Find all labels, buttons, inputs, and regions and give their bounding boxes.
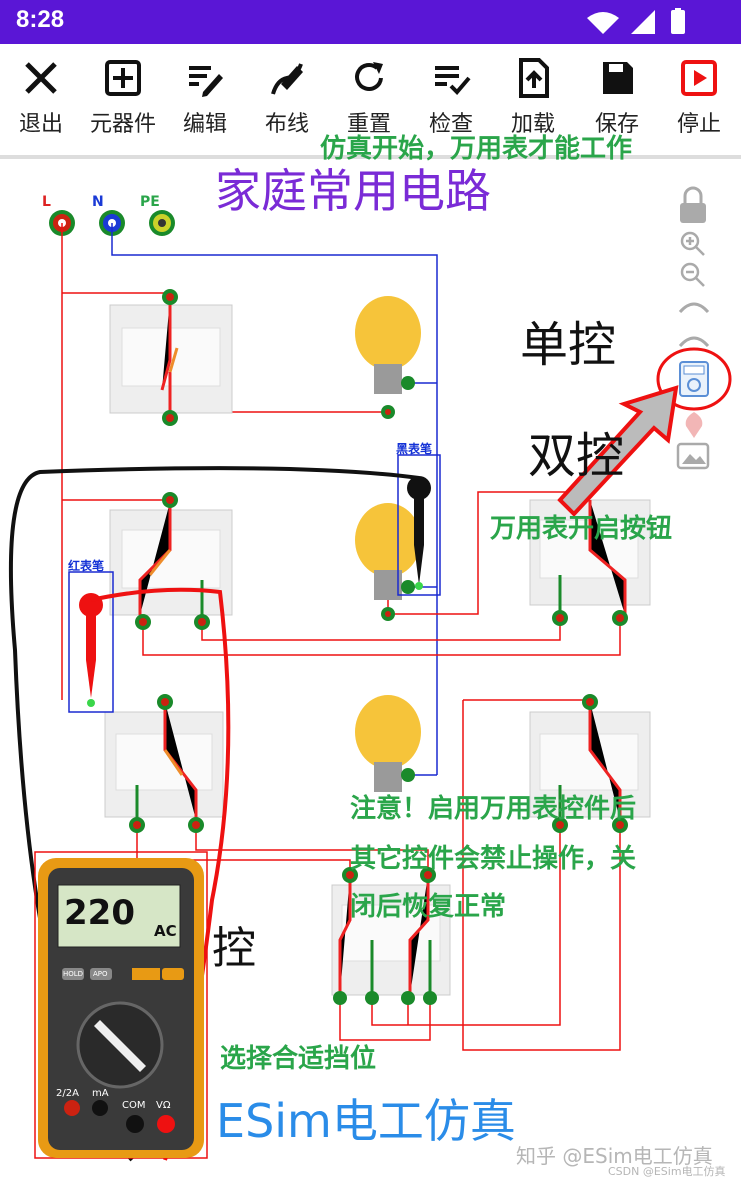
zoom-out-icon[interactable] — [680, 262, 705, 287]
lock-icon[interactable] — [680, 186, 706, 223]
image-icon[interactable] — [676, 442, 710, 470]
terminal-PE — [149, 210, 175, 236]
edit-icon — [189, 66, 223, 97]
label-single-control: 单控 — [520, 317, 617, 373]
stop-label: 停止 — [676, 112, 721, 137]
multimeter[interactable] — [34, 851, 208, 1159]
meter-reading: 220 — [64, 893, 135, 933]
label-double-control: 双控 — [528, 428, 625, 484]
switch-double-2[interactable] — [529, 499, 651, 626]
components-button[interactable]: 元器件 — [82, 54, 164, 150]
note-select-range: 选择合适挡位 — [220, 1044, 377, 1074]
watermark-zhihu: 知乎 @ESim电工仿真 — [516, 1144, 713, 1168]
save-button[interactable]: 保存 — [576, 54, 658, 150]
close-icon — [25, 62, 57, 94]
multimeter-toggle-icon[interactable] — [679, 361, 709, 397]
status-bar: 8:28 — [0, 0, 741, 44]
side-toolbar — [656, 186, 732, 470]
add-box-icon — [105, 60, 141, 96]
exit-button[interactable]: 退出 — [0, 54, 82, 150]
wiring-button[interactable]: 布线 — [246, 54, 328, 150]
terminal-PE-label: PE — [140, 194, 160, 210]
edit-button[interactable]: 编辑 — [164, 54, 246, 150]
meter-jack-v: VΩ — [156, 1100, 171, 1111]
components-label: 元器件 — [89, 112, 156, 137]
note-warning-3: 闭后恢复正常 — [350, 892, 507, 922]
switch-multi-2[interactable] — [529, 694, 651, 833]
watermark-csdn: CSDN @ESim电工仿真 — [608, 1165, 726, 1178]
terminal-N-label: N — [92, 194, 104, 210]
note-sim-start: 仿真开始，万用表才能工作 — [320, 134, 633, 164]
toolbar-divider — [0, 155, 741, 159]
zoom-in-icon[interactable] — [680, 231, 705, 256]
arrow-to-meter — [557, 385, 679, 517]
switch-double-1[interactable] — [109, 492, 233, 630]
checklist-icon — [435, 66, 471, 95]
highlight-circle — [656, 347, 732, 411]
signal-icon — [631, 10, 655, 34]
edit-label: 编辑 — [182, 112, 227, 137]
black-probe-label: 黑表笔 — [396, 442, 433, 456]
terminal-L-label: L — [42, 194, 51, 210]
label-multi-control: 控 — [212, 923, 256, 974]
stop-play-icon — [681, 60, 717, 96]
switch-single[interactable] — [109, 289, 233, 426]
canvas-title: 家庭常用电路 — [215, 164, 491, 218]
meter-hold-button[interactable]: HOLD — [63, 970, 84, 978]
upload-file-icon — [519, 58, 549, 98]
wiring-label: 布线 — [264, 112, 309, 137]
check-button[interactable]: 检查 — [410, 54, 492, 150]
redo-icon — [678, 336, 710, 348]
status-time: 8:28 — [16, 6, 65, 33]
note-warning-1: 注意！启用万用表控件后 — [350, 794, 637, 824]
lamp-2[interactable] — [355, 503, 421, 621]
meter-jack-2a: 2/2A — [56, 1088, 79, 1099]
undo-icon — [678, 302, 710, 314]
red-probe-label: 红表笔 — [68, 559, 105, 573]
save-icon — [603, 62, 633, 94]
switch-multi-1[interactable] — [104, 694, 224, 833]
lamp-3[interactable] — [355, 695, 421, 792]
load-label: 加载 — [510, 112, 555, 137]
load-button[interactable]: 加载 — [492, 54, 574, 150]
note-meter-button: 万用表开启按钮 — [490, 514, 673, 544]
refresh-icon — [355, 62, 383, 91]
meter-jack-ma: mA — [92, 1088, 109, 1099]
status-icons — [587, 8, 685, 34]
reset-label: 重置 — [346, 112, 391, 137]
save-label: 保存 — [594, 112, 639, 137]
switch-four-way[interactable] — [331, 867, 451, 1005]
black-probe[interactable] — [397, 454, 441, 596]
wifi-icon — [587, 12, 619, 34]
check-label: 检查 — [428, 112, 473, 137]
stop-button[interactable]: 停止 — [658, 54, 740, 150]
meter-mode: AC — [154, 922, 177, 940]
lamp-1[interactable] — [355, 296, 421, 419]
reset-button[interactable]: 重置 — [328, 54, 410, 150]
toolbar: 退出 元器件 编辑 布线 重置 检查 加载 保存 停止 — [0, 44, 741, 156]
meter-jack-com: COM — [122, 1100, 146, 1111]
range-knob — [94, 1020, 146, 1072]
brand-text: ESim电工仿真 — [216, 1094, 516, 1148]
exit-label: 退出 — [18, 112, 63, 137]
red-probe[interactable] — [68, 571, 114, 713]
location-icon — [685, 412, 703, 438]
meter-apo-button[interactable]: APO — [93, 970, 108, 978]
battery-icon — [671, 10, 685, 34]
draw-icon — [271, 63, 303, 95]
note-warning-2: 其它控件会禁止操作，关 — [350, 844, 637, 874]
circuit-canvas[interactable] — [0, 159, 741, 1182]
